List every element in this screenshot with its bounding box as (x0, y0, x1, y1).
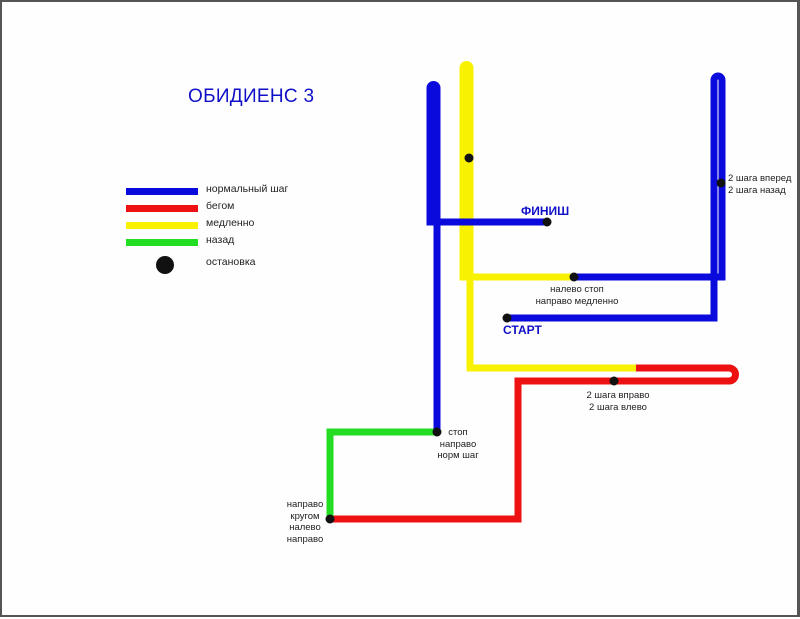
finish-label: ФИНИШ (521, 204, 570, 218)
route-segment-slow (459, 61, 636, 372)
diagram-title: ОБИДИЕНС 3 (188, 86, 315, 107)
route-segment-back (326, 428, 437, 519)
note-line: кругом (290, 510, 320, 522)
note-line: 2 шага влево (589, 401, 647, 413)
stop-dot-finish (542, 217, 552, 227)
stop-dot-left-stop (569, 272, 579, 282)
note-line: направо (286, 499, 324, 510)
note-line: направо медленно (535, 295, 619, 307)
stop-dot-slow-mid (464, 153, 474, 163)
legend-swatch-run (126, 205, 198, 212)
start-label: СТАРТ (503, 323, 542, 337)
stop-dot-icon (156, 256, 174, 274)
route-segment-run (330, 364, 739, 523)
stop-dot-forward-back (716, 178, 726, 188)
legend-label: нормальный шаг (206, 183, 289, 195)
legend-swatch-normal (126, 188, 198, 195)
legend-label: бегом (206, 200, 235, 212)
note-line: налево стоп (550, 284, 604, 295)
stop-dot-stop-right (432, 427, 442, 437)
legend-label: назад (206, 234, 235, 246)
note-right-left: 2 шага вправо 2 шага влево (568, 390, 668, 413)
legend-label: остановка (206, 256, 256, 268)
note-line: стоп (448, 427, 468, 438)
note-line: 2 шага вправо (586, 390, 650, 401)
note-line: направо (286, 533, 324, 545)
note-left-stop: налево стоп направо медленно (527, 284, 627, 307)
note-line: налево (289, 522, 321, 533)
note-line: 2 шага назад (728, 184, 786, 196)
stop-dot-right-left (609, 376, 619, 386)
stop-dot-start (502, 313, 512, 323)
note-about-turn: направо кругом налево направо (280, 499, 330, 545)
legend-label: медленно (206, 217, 255, 229)
route-segment-normal-start (507, 72, 726, 322)
stop-dot-about-turn (325, 514, 335, 524)
note-line: направо (439, 438, 477, 450)
note-stop-right: стоп направо норм шаг (430, 427, 486, 462)
legend-swatch-slow (126, 222, 198, 229)
note-forward-back: 2 шага вперед 2 шага назад (728, 173, 791, 196)
note-line: 2 шага вперед (728, 173, 792, 184)
note-line: норм шаг (437, 450, 479, 461)
legend-swatch-back (126, 239, 198, 246)
route-segment-normal-finish (426, 81, 547, 432)
